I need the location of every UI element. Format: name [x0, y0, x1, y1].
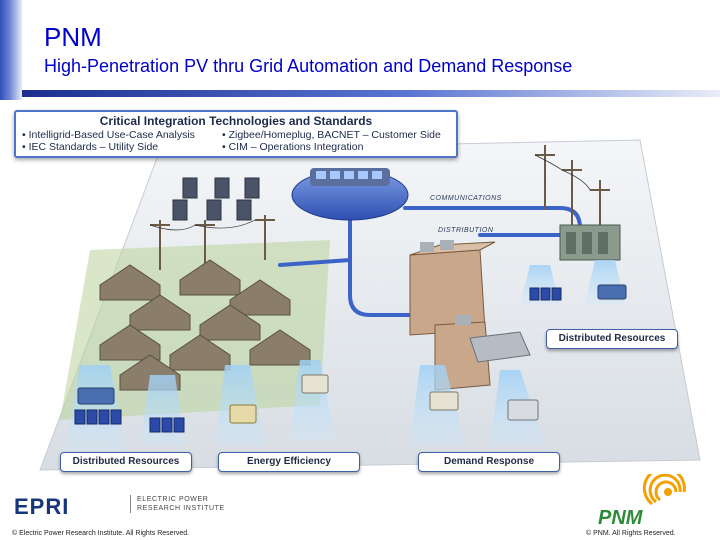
commercial-building-icon [409, 240, 531, 391]
page-title: PNM [44, 22, 102, 52]
tech-box-title: Critical Integration Technologies and St… [99, 114, 373, 128]
distribution-label: DISTRIBUTION [438, 227, 494, 234]
callout-energy-efficiency: Energy Efficiency [218, 452, 360, 472]
callout-distributed-resources-left: Distributed Resources [60, 452, 192, 472]
smart-devices-icon [77, 284, 627, 424]
residential-houses-icon [99, 259, 311, 391]
epri-logo-text: EPRI [14, 494, 69, 518]
tech-item: • Zigbee/Homeplug, BACNET – Customer Sid… [222, 129, 441, 141]
integration-technologies-box: Critical Integration Technologies and St… [14, 110, 458, 158]
power-wires [149, 154, 591, 231]
tech-item: • Intelligrid-Based Use-Case Analysis [22, 129, 195, 141]
title-divider [22, 90, 720, 97]
substation-icon [559, 224, 621, 261]
callout-distributed-resources-right: Distributed Resources [546, 329, 678, 349]
epri-logo: EPRI [14, 494, 69, 518]
left-accent-bar [0, 0, 22, 100]
tech-item: • IEC Standards – Utility Side [22, 141, 159, 153]
pnm-copyright: © PNM. All Rights Reserved. [586, 530, 676, 537]
tech-item: • CIM – Operations Integration [222, 141, 364, 153]
smart-grid-illustration [39, 139, 701, 471]
epri-full-name: ELECTRIC POWER RESEARCH INSTITUTE [130, 495, 225, 513]
epri-name-line: ELECTRIC POWER [137, 496, 209, 503]
solar-panels-icon [74, 287, 562, 433]
server-racks-icon [172, 177, 260, 221]
pnm-logo-text: PNM [598, 507, 644, 529]
pnm-logo: PNM [598, 474, 686, 529]
communications-label: COMMUNICATIONS [430, 195, 502, 202]
pnm-sun-icon [642, 474, 686, 506]
power-poles-icon [150, 145, 610, 270]
callout-demand-response: Demand Response [418, 452, 560, 472]
epri-name-line: RESEARCH INSTITUTE [137, 505, 225, 512]
commercial-feed-line [348, 258, 422, 317]
page-subtitle: High-Penetration PV thru Grid Automation… [44, 56, 573, 76]
epri-copyright: © Electric Power Research Institute. All… [12, 530, 190, 537]
control-center-icon [291, 168, 409, 221]
